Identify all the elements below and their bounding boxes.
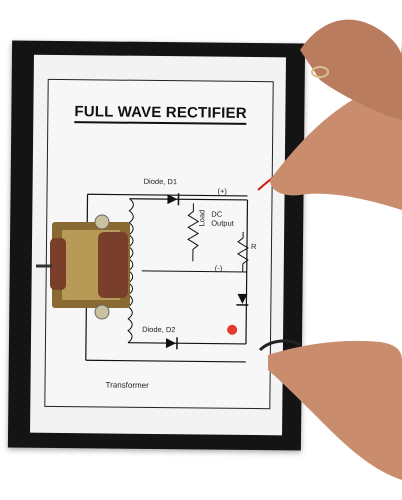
ring	[311, 66, 329, 78]
white-mat: FULL WAVE RECTIFIER	[30, 54, 286, 436]
resistor-r	[236, 231, 249, 272]
diode-d2-symbol	[127, 337, 246, 350]
upper-hand	[270, 19, 402, 210]
led-symbol	[236, 293, 249, 306]
circuit-board: FULL WAVE RECTIFIER	[44, 78, 274, 410]
output-rail	[245, 199, 249, 344]
transformer-object	[36, 214, 130, 320]
photo-frame: FULL WAVE RECTIFIER	[7, 40, 306, 451]
bottom-wire	[85, 359, 246, 363]
diode-d1-symbol	[129, 193, 248, 206]
circuit-diagram	[85, 193, 249, 363]
load-resistor	[187, 203, 200, 262]
center-tap-wire	[141, 270, 247, 273]
lower-hand	[258, 339, 402, 480]
red-led	[227, 324, 238, 335]
